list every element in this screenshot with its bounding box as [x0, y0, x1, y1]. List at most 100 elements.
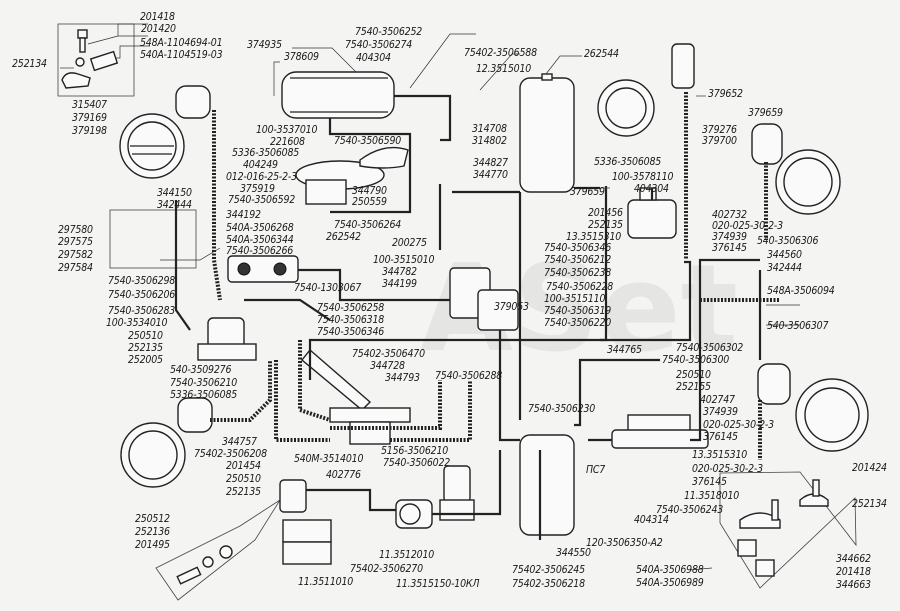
inset-box-wrench [109, 209, 197, 269]
part-label: 250510 [128, 330, 163, 342]
headlamp-top-left [119, 85, 211, 179]
part-label: 100-3534010 [106, 317, 168, 329]
bolt-part [77, 29, 88, 53]
part-label: 344793 [385, 372, 420, 384]
part-label: 7540-3506220 [544, 317, 612, 329]
part-label: ПС7 [586, 464, 606, 476]
part-label: 297584 [58, 262, 93, 274]
part-label: 5156-3506210 [381, 445, 449, 457]
part-label: 297580 [58, 224, 93, 236]
clamp-pad-part [755, 559, 775, 577]
part-label: 342444 [767, 262, 802, 274]
part-label: 252134 [852, 498, 887, 510]
part-label: 7540-3506346 [544, 242, 612, 254]
pipe [298, 268, 450, 302]
control-block-left [227, 255, 299, 283]
pipe [498, 330, 520, 442]
part-label: 201454 [226, 460, 261, 472]
headlamp-right-upper [751, 123, 841, 215]
inset-box-bolts [155, 499, 281, 601]
part-label: 7540-3506264 [334, 219, 402, 231]
part-label: 250510 [676, 369, 711, 381]
part-label: 540A-3506268 [226, 222, 294, 234]
part-label: 540A-3506344 [226, 234, 294, 246]
part-label: 7540-3506258 [317, 302, 385, 314]
part-label: 375919 [240, 183, 275, 195]
part-label: 7540-3506230 [528, 403, 596, 415]
part-label: 376145 [703, 431, 738, 443]
part-label: 404304 [634, 183, 669, 195]
part-label: 402747 [700, 394, 735, 406]
inset-box-bracket-top-left [57, 23, 135, 97]
part-label: 221608 [270, 136, 305, 148]
part-label: 11.3511010 [298, 576, 354, 588]
part-label: 402776 [326, 469, 361, 481]
part-label: 252135 [588, 219, 623, 231]
bracket-pad-part [89, 50, 119, 72]
part-label: 404314 [634, 514, 669, 526]
part-label: 378609 [284, 51, 319, 63]
part-label: 7540-3506283 [108, 305, 176, 317]
part-label: 75402-3506470 [352, 348, 425, 360]
part-label: 379659 [570, 186, 605, 198]
part-label: 7540-3506319 [544, 305, 612, 317]
part-label: 7540-3506266 [226, 245, 294, 257]
part-label: 100-3515110 [544, 293, 606, 305]
part-label: 7540-1303067 [294, 282, 362, 294]
flexible-hose [298, 340, 331, 422]
part-label: 252135 [226, 486, 261, 498]
part-label: 7540-3506592 [228, 194, 296, 206]
part-label: 7540-3506346 [317, 326, 385, 338]
part-label: 7540-3506288 [435, 370, 503, 382]
part-label: 379652 [708, 88, 743, 100]
part-label: 252155 [676, 381, 711, 393]
part-label: 100-3515010 [373, 254, 435, 266]
part-label: 379659 [748, 107, 783, 119]
headlamp-bottom-left [120, 397, 213, 488]
part-label: 201420 [141, 23, 176, 35]
pipe [438, 184, 520, 250]
part-label: 5336-3506085 [170, 389, 238, 401]
part-label: 7540-3506298 [108, 275, 176, 287]
pipe [600, 260, 692, 342]
part-label: 7540-3506210 [170, 377, 238, 389]
part-label: 344728 [370, 360, 405, 372]
leader-line [160, 247, 221, 261]
part-label: 344827 [473, 157, 508, 169]
clamp-pad-part [737, 539, 757, 557]
part-label: 012-016-25-2-3 [226, 171, 297, 183]
pipe [244, 298, 331, 321]
part-label: 344782 [382, 266, 417, 278]
flexible-hose [210, 360, 272, 422]
headlamp-right-lower [757, 363, 869, 452]
part-label: 7540-3506302 [676, 342, 744, 354]
brake-valve-top [295, 146, 409, 205]
pipe [174, 200, 191, 331]
part-label: 250559 [352, 196, 387, 208]
flexible-hose [212, 110, 222, 301]
part-label: 120-3506350-A2 [586, 537, 663, 549]
air-receiver-horizontal [281, 71, 395, 119]
part-label: 379276 [702, 124, 737, 136]
part-label: 201456 [588, 207, 623, 219]
bolt-part [771, 499, 779, 521]
washer-part [202, 556, 214, 568]
leader-line [409, 33, 476, 89]
part-label: 11.3512010 [379, 549, 435, 561]
leader-line [273, 61, 280, 96]
pipe [574, 358, 660, 427]
part-label: 252135 [128, 342, 163, 354]
flexible-hose [390, 380, 472, 442]
part-label: 200275 [392, 237, 427, 249]
part-label: 379700 [702, 135, 737, 147]
part-label: 374935 [247, 39, 282, 51]
part-label: 540A-3506989 [636, 577, 704, 589]
part-label: 250510 [226, 473, 261, 485]
part-label: 7540-3506212 [544, 254, 612, 266]
part-label: 315407 [72, 99, 107, 111]
part-label: 75402-3506245 [512, 564, 585, 576]
part-label: 404304 [356, 52, 391, 64]
part-label: 344550 [556, 547, 591, 559]
bolt-part [176, 566, 202, 585]
